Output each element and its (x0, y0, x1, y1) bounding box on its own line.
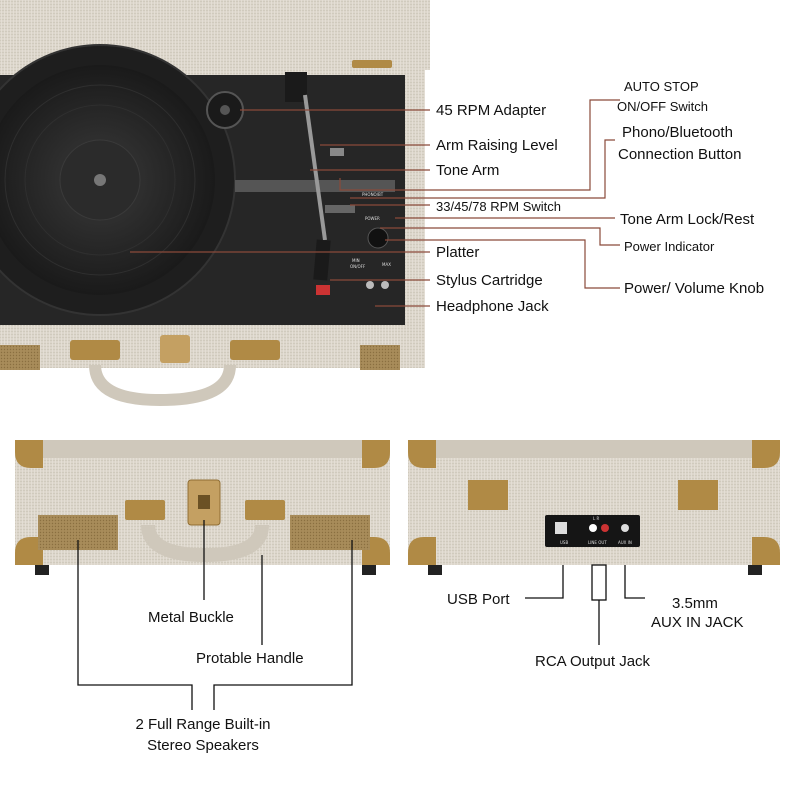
corner-protector (15, 537, 43, 565)
auxin-panel-text: AUX IN (618, 540, 632, 545)
foot (35, 565, 49, 575)
corner-protector (408, 440, 436, 468)
corner-protector (362, 440, 390, 468)
portable-handle (141, 524, 269, 563)
speaker-grille (0, 345, 40, 370)
label-45-rpm-adapter: 45 RPM Adapter (436, 102, 547, 119)
label-power-indicator: Power Indicator (624, 239, 715, 254)
45-rpm-adapter (206, 91, 244, 129)
label-rpm-switch: 33/45/78 RPM Switch (436, 199, 562, 214)
arm-lift-lever (330, 148, 344, 156)
label-headphone-jack: Headphone Jack (436, 298, 549, 315)
lineout-panel-text: LINE OUT (588, 540, 607, 545)
speaker-grille (360, 345, 400, 370)
rca-left (589, 524, 597, 532)
label-auto-stop-line1: AUTO STOP (624, 79, 699, 94)
top-leader-lines (130, 99, 620, 307)
rpm-switch (325, 205, 355, 213)
label-volume-knob: Power/ Volume Knob (624, 280, 765, 297)
io-panel: USB LINE OUT AUX IN L R (545, 515, 640, 547)
turntable-top-view: PHONO/BT POWER MIN ON/OFF MAX (0, 0, 430, 407)
corner-protector (752, 440, 780, 468)
arm-rail (235, 180, 395, 192)
front-latch (125, 500, 165, 520)
front-latch (245, 500, 285, 520)
label-rca-output: RCA Output Jack (535, 653, 651, 670)
headphone-jack (366, 281, 374, 289)
phono-panel-text: PHONO/BT (362, 192, 384, 197)
turntable-front-view (15, 440, 390, 575)
stylus-cartridge (316, 285, 330, 295)
aux-in-jack (621, 524, 629, 532)
onoff-panel-text: ON/OFF (350, 264, 366, 269)
usb-port (555, 522, 567, 534)
foot (362, 565, 376, 575)
label-metal-buckle: Metal Buckle (148, 609, 234, 626)
label-aux-line2: AUX IN JACK (651, 614, 744, 631)
carry-handle (89, 364, 236, 407)
volume-knob (367, 227, 389, 249)
foot (428, 565, 442, 575)
label-arm-raising-level: Arm Raising Level (436, 137, 558, 154)
speaker-grille-right (290, 515, 370, 550)
corner-protector (15, 440, 43, 468)
usb-panel-text: USB (560, 540, 568, 545)
turntable-rear-view: USB LINE OUT AUX IN L R (408, 440, 780, 575)
max-panel-text: MAX (382, 262, 391, 267)
label-usb-port: USB Port (447, 591, 510, 608)
lr-panel-text: L R (593, 516, 600, 521)
label-phono-bt-line1: Phono/Bluetooth (622, 124, 733, 141)
label-tone-arm: Tone Arm (436, 162, 500, 179)
rear-hinge (678, 480, 718, 510)
label-portable-handle: Protable Handle (196, 650, 304, 667)
label-aux-line1: 3.5mm (672, 595, 718, 612)
tone-arm (285, 72, 331, 295)
label-tone-arm-lock: Tone Arm Lock/Rest (620, 211, 755, 228)
rear-hinge (468, 480, 508, 510)
label-speakers-line1: 2 Full Range Built-in (135, 716, 271, 733)
label-auto-stop-line2: ON/OFF Switch (617, 99, 709, 114)
front-buckle (160, 335, 190, 363)
rca-right (601, 524, 609, 532)
bottom-left-leader-lines (77, 520, 353, 710)
lid-latch (352, 60, 392, 68)
front-latch (70, 340, 120, 360)
front-latch (230, 340, 280, 360)
label-stylus-cartridge: Stylus Cartridge (436, 272, 543, 289)
corner-protector (752, 537, 780, 565)
foot (748, 565, 762, 575)
bottom-right-leader-lines (525, 564, 645, 645)
power-panel-text: POWER (365, 216, 380, 221)
label-platter: Platter (436, 244, 480, 261)
label-phono-bt-line2: Connection Button (618, 146, 742, 163)
label-speakers-line2: Stereo Speakers (147, 737, 259, 754)
corner-protector (408, 537, 436, 565)
min-panel-text: MIN (352, 258, 360, 263)
